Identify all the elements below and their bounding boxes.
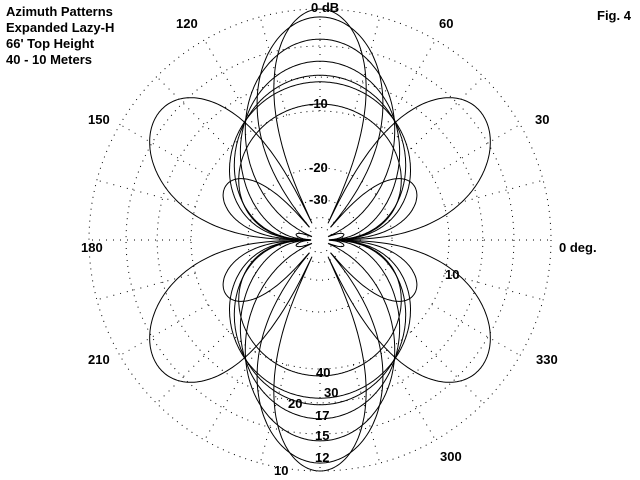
angle-label: 0 deg. (559, 240, 597, 255)
series-label: 20 (288, 396, 302, 411)
db-label: -10 (309, 96, 328, 111)
grid-ring (247, 167, 393, 313)
grid-ring (88, 8, 552, 472)
pattern-curve-10m (149, 8, 491, 472)
angle-label: 300 (440, 449, 462, 464)
grid-ring (156, 76, 484, 404)
grid-spoke (410, 330, 484, 404)
grid-spoke (156, 330, 230, 404)
grid-spoke (431, 124, 521, 176)
grid-spoke (384, 39, 436, 129)
grid-spoke (204, 39, 256, 129)
grid-spoke (96, 272, 196, 301)
angle-label: 30 (535, 112, 549, 127)
grid-ring (190, 110, 450, 370)
series-label: 10 (445, 267, 459, 282)
grid-ring (125, 45, 515, 435)
grid-spoke (444, 179, 544, 208)
title-line: Expanded Lazy-H (6, 20, 115, 35)
db-label: -30 (309, 192, 328, 207)
angle-label: 180 (81, 240, 103, 255)
grid-ring (279, 199, 361, 281)
grid-ring (306, 226, 334, 254)
angle-label: 150 (88, 112, 110, 127)
angle-label: 210 (88, 352, 110, 367)
grid-spoke (119, 304, 209, 356)
angle-label: 60 (439, 16, 453, 31)
title-line: Azimuth Patterns (6, 4, 113, 19)
series-label: 10 (274, 463, 288, 478)
pattern-curve-30m (229, 81, 411, 399)
title-block: Azimuth Patterns Expanded Lazy-H 66' Top… (6, 4, 114, 68)
pattern-curve-20m (233, 74, 407, 406)
figure-label: Fig. 4 (597, 8, 632, 23)
series-label: 12 (315, 450, 329, 465)
grid-spoke (384, 351, 436, 441)
title-line: 40 - 10 Meters (6, 52, 92, 67)
grid-spoke (204, 351, 256, 441)
pattern-curve-12m (222, 16, 418, 464)
grid-spoke (156, 76, 230, 150)
series-label: 30 (324, 385, 338, 400)
series-label: 40 (316, 365, 330, 380)
grid-spoke (96, 179, 196, 208)
series-label: 17 (315, 408, 329, 423)
db-label: 0 dB (311, 0, 339, 15)
db-label: -20 (309, 160, 328, 175)
grid-spoke (119, 124, 209, 176)
title-line: 66' Top Height (6, 36, 95, 51)
angle-label: 120 (176, 16, 198, 31)
grid-spoke (431, 304, 521, 356)
angle-label: 330 (536, 352, 558, 367)
series-label: 15 (315, 428, 329, 443)
